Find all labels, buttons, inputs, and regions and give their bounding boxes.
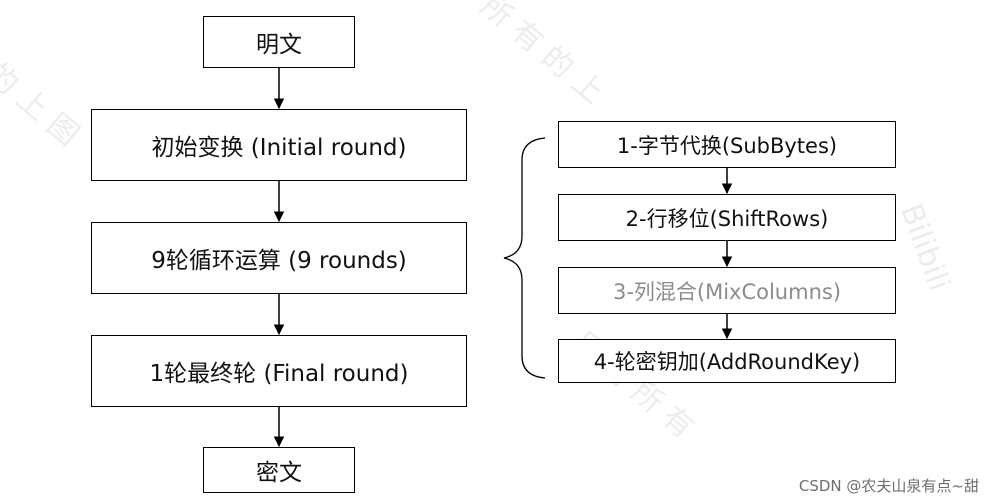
initial-round-box: 初始变换 (Initial round): [91, 109, 467, 181]
left-brace: [503, 137, 546, 379]
ciphertext-box: 密文: [203, 447, 355, 493]
initial-round-label: 初始变换 (Initial round): [151, 135, 407, 161]
final-round-box: 1轮最终轮 (Final round): [91, 335, 467, 407]
final-round-label: 1轮最终轮 (Final round): [149, 361, 409, 387]
plaintext-box: 明文: [203, 16, 355, 68]
subbytes-box: 1-字节代换(SubBytes): [558, 121, 896, 168]
subbytes-label: 1-字节代换(SubBytes): [616, 133, 838, 158]
addroundkey-box: 4-轮密钥加(AddRoundKey): [558, 339, 896, 383]
addroundkey-label: 4-轮密钥加(AddRoundKey): [593, 350, 861, 374]
ciphertext-label: 密文: [256, 460, 302, 486]
mixcolumns-box: 3-列混合(MixColumns): [558, 267, 896, 314]
shiftrows-box: 2-行移位(ShiftRows): [558, 194, 896, 241]
watermark-credit: CSDN @农夫山泉有点~甜: [798, 477, 979, 495]
nine-rounds-label: 9轮循环运算 (9 rounds): [151, 248, 407, 274]
nine-rounds-box: 9轮循环运算 (9 rounds): [91, 222, 467, 294]
shiftrows-label: 2-行移位(ShiftRows): [625, 206, 829, 231]
mixcolumns-label: 3-列混合(MixColumns): [612, 279, 842, 304]
plaintext-label: 明文: [256, 32, 302, 58]
